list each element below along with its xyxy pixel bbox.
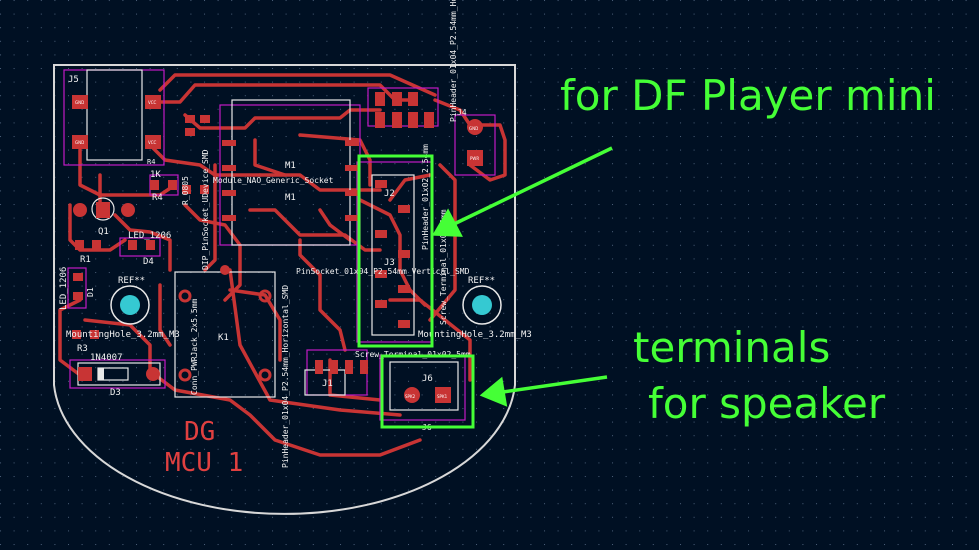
board-label-line1: DG	[184, 417, 215, 447]
board-outline	[53, 64, 516, 515]
ref-j4: J4	[457, 108, 467, 117]
smd-pads	[72, 115, 368, 374]
silk-labels: 1K R4 Q1 R1 LED_1206 D4 D1 LED_1206 R3 1…	[59, 0, 532, 468]
pad-label: PWR	[470, 156, 479, 161]
annotation-arrows	[432, 146, 613, 407]
fp-pinheader-bottom: PinHeader_01x04_P2.54mm_Horizontal_SMD	[281, 285, 290, 468]
q1-footprint	[73, 202, 135, 218]
speaker-highlight-box	[380, 354, 475, 429]
k1-footprint	[178, 265, 272, 382]
ref-j2: J2	[384, 189, 395, 199]
pad-label: GND	[469, 126, 478, 131]
mounting-hole-right	[462, 285, 502, 325]
module-socket-pads	[222, 140, 359, 221]
top-header-pads	[375, 92, 434, 128]
fp-screw-v: Screw_Terminal_01x02_5mm	[439, 209, 448, 325]
pad-label: GND	[75, 140, 84, 145]
pad-label: SPK2	[405, 394, 416, 399]
silk-outlines	[77, 69, 459, 411]
fp-header-right: PinHeader_01x02_2.54mm	[421, 144, 430, 250]
fp-header-top: PinHeader_01x04_P2.54mm_Horizontal_SMD	[449, 0, 458, 122]
ref-right: REF**	[468, 276, 495, 286]
ref-d1: D1	[86, 287, 95, 297]
ref-k1: K1	[218, 333, 229, 343]
annotation-speaker-line2: for speaker	[648, 379, 886, 428]
annotation-df-player: for DF Player mini	[560, 71, 936, 120]
annotation-speaker-line1: terminals	[633, 323, 830, 372]
ref-d4: D4	[143, 257, 154, 267]
pad-label: VCC	[148, 140, 157, 145]
j5-footprint: GND VCC GND VCC J5 R4	[68, 75, 161, 166]
mounting-hole-left	[110, 285, 150, 325]
fp-module: Module_NAO_Generic_Socket	[213, 176, 334, 185]
val-d3: 1N4007	[90, 353, 123, 363]
val-led-b: LED_1206	[59, 267, 69, 310]
fp-pinsocket: PinSocket_01x04_P2.54mm_Vertical_SMD	[296, 267, 470, 276]
ref-j3: J3	[384, 258, 395, 268]
ref-q1: Q1	[98, 227, 109, 237]
fp-dipx: DIP_PinSocket_UDevice_SMD	[201, 149, 210, 270]
pad-label: GND	[75, 100, 84, 105]
ref-r4: R4	[152, 193, 163, 203]
pinsocket-pads	[375, 180, 410, 328]
d3-footprint	[78, 367, 160, 381]
ref-j5: J5	[68, 75, 79, 85]
ref-d3: D3	[110, 388, 121, 398]
mh-left: MountingHole_3.2mm_M3	[66, 330, 180, 340]
pad-label: SPK1	[437, 394, 448, 399]
ref-left: REF**	[118, 276, 145, 286]
ref-j6: J6	[422, 374, 433, 384]
fp-conn-pwr: Conn_PWRJack_2x5.5mm	[190, 298, 199, 395]
ref-r4-small: R4	[147, 158, 155, 166]
pad-label: VCC	[148, 100, 157, 105]
j4-footprint: GND PWR J4	[457, 108, 483, 166]
ref-m1b: M1	[285, 193, 296, 203]
mh-right: MountingHole_3.2mm_M3	[418, 330, 532, 340]
df-player-highlight-box	[357, 154, 434, 348]
val-r4: 1K	[150, 170, 161, 180]
ref-j1: J1	[322, 379, 333, 389]
fp-r0805: R_0805	[181, 176, 190, 205]
ref-m1a: M1	[285, 161, 296, 171]
val-led-a: LED_1206	[128, 231, 171, 241]
board-label-line2: MCU 1	[165, 448, 243, 478]
j6-footprint: SPK2 SPK1	[404, 387, 451, 403]
ref-r1: R1	[80, 255, 91, 265]
ref-r3: R3	[77, 344, 88, 354]
